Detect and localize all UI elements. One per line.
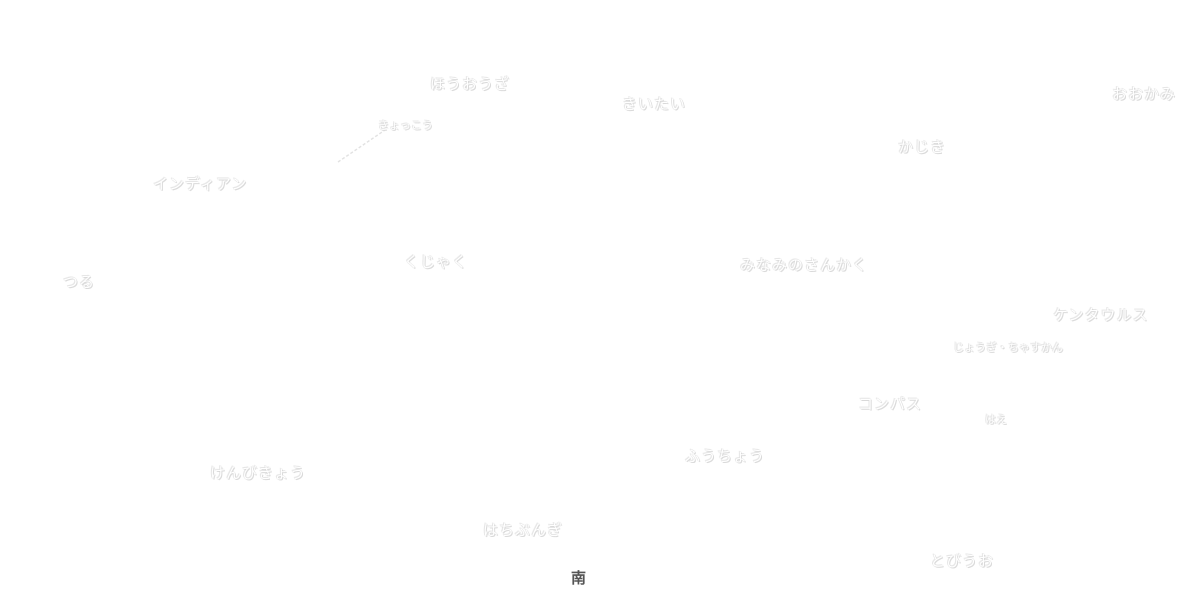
constellation-label-fuuchou: ふうちょう [685,447,766,465]
constellation-label-kajiki: かじき [898,138,947,156]
constellation-label-hachibungi: はちぶんぎ [483,521,564,539]
constellation-label-kentaurusu: ケンタウルス [1053,306,1149,324]
constellation-label-kyokkou: きょっこう [378,119,433,132]
constellation-label-indian: インディアン [153,175,248,193]
constellation-label-konpasu: コンパス [858,395,923,413]
constellation-label-hououza: ほうおうざ [430,75,511,93]
constellation-label-hae: はえ [985,413,1007,426]
constellation-label-tobiuo: とびうお [930,552,995,570]
constellation-label-kiitai: きいたい [622,95,687,113]
constellation-label-minaminosankaku: みなみのさんかく [740,256,869,274]
constellation-label-kenbikyou: けんびきょう [210,464,307,482]
constellation-label-jougi: じょうぎ・ちゃすかん [953,341,1063,354]
compass-south-label: 南 [571,569,588,587]
constellation-label-kujaku: くじゃく [404,253,469,271]
constellation-label-ookami: おおかみ [1112,85,1177,103]
constellation-label-tsuru: つる [63,273,96,291]
constellation-line [337,127,389,163]
